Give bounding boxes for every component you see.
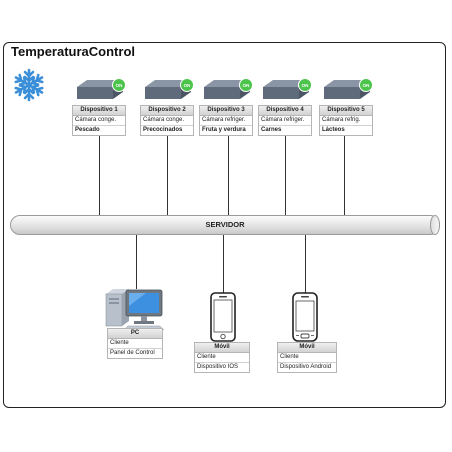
device-content: Carnes bbox=[261, 127, 282, 133]
link-device-2 bbox=[167, 133, 168, 216]
client-card-pc[interactable]: PC Cliente Panel de Control bbox=[107, 328, 163, 359]
client-role: Cliente bbox=[195, 353, 249, 363]
server-bus-cap bbox=[430, 215, 440, 235]
device-content: Pescado bbox=[75, 127, 100, 133]
device-type: Cámara refrig. bbox=[320, 116, 372, 126]
device-name: Dispositivo 2 bbox=[141, 106, 193, 116]
device-name: Dispositivo 1 bbox=[73, 106, 125, 116]
router-icon-4[interactable]: ON bbox=[259, 77, 315, 105]
status-on-icon-4 bbox=[298, 78, 312, 92]
svg-text:ON: ON bbox=[116, 83, 123, 88]
link-ios bbox=[223, 234, 224, 294]
desktop-pc-icon[interactable] bbox=[104, 284, 166, 330]
client-role: Cliente bbox=[108, 339, 162, 349]
router-icon-1[interactable]: ON bbox=[73, 77, 129, 105]
svg-text:ON: ON bbox=[302, 83, 309, 88]
client-card-ios[interactable]: Móvil Cliente Dispositivo IOS bbox=[194, 342, 250, 373]
link-pc bbox=[136, 234, 137, 289]
server-label: SERVIDOR bbox=[205, 220, 245, 229]
link-device-5 bbox=[344, 133, 345, 216]
device-type: Cámara refriger. bbox=[200, 116, 252, 126]
android-phone-icon[interactable] bbox=[292, 292, 318, 342]
iphone-icon[interactable] bbox=[210, 292, 236, 342]
device-card-2[interactable]: Dispositivo 2 Cámara conge. Precocinados bbox=[140, 105, 194, 136]
device-card-4[interactable]: Dispositivo 4 Cámara refriger. Carnes bbox=[258, 105, 312, 136]
client-name: Móvil bbox=[278, 343, 336, 353]
client-detail: Dispositivo IOS bbox=[197, 364, 239, 370]
svg-text:ON: ON bbox=[363, 83, 370, 88]
status-on-icon-3 bbox=[239, 78, 253, 92]
device-type: Cámara conge. bbox=[141, 116, 193, 126]
device-name: Dispositivo 3 bbox=[200, 106, 252, 116]
snowflake-icon bbox=[12, 68, 46, 102]
status-on-icon-5 bbox=[359, 78, 373, 92]
device-type: Cámara conge. bbox=[73, 116, 125, 126]
device-card-3[interactable]: Dispositivo 3 Cámara refriger. Fruta y v… bbox=[199, 105, 253, 136]
link-device-4 bbox=[285, 133, 286, 216]
client-role: Cliente bbox=[278, 353, 336, 363]
client-name: PC bbox=[108, 329, 162, 339]
diagram-title: TemperaturaControl bbox=[11, 44, 135, 59]
device-type: Cámara refriger. bbox=[259, 116, 311, 126]
server-bus[interactable]: SERVIDOR bbox=[10, 215, 440, 235]
svg-text:ON: ON bbox=[243, 83, 250, 88]
device-name: Dispositivo 5 bbox=[320, 106, 372, 116]
client-detail: Panel de Control bbox=[110, 350, 155, 356]
device-name: Dispositivo 4 bbox=[259, 106, 311, 116]
link-android bbox=[305, 234, 306, 294]
client-detail: Dispositivo Android bbox=[280, 364, 332, 370]
link-device-3 bbox=[228, 133, 229, 216]
router-icon-2[interactable]: ON bbox=[141, 77, 197, 105]
device-content: Lácteos bbox=[322, 127, 345, 133]
status-on-icon-1 bbox=[112, 78, 126, 92]
device-content: Precocinados bbox=[143, 127, 183, 133]
link-device-1 bbox=[99, 133, 100, 216]
svg-text:ON: ON bbox=[184, 83, 191, 88]
client-card-android[interactable]: Móvil Cliente Dispositivo Android bbox=[277, 342, 337, 373]
device-content: Fruta y verdura bbox=[202, 127, 246, 133]
router-icon-3[interactable]: ON bbox=[200, 77, 256, 105]
router-icon-5[interactable]: ON bbox=[320, 77, 376, 105]
device-card-5[interactable]: Dispositivo 5 Cámara refrig. Lácteos bbox=[319, 105, 373, 136]
client-name: Móvil bbox=[195, 343, 249, 353]
device-card-1[interactable]: Dispositivo 1 Cámara conge. Pescado bbox=[72, 105, 126, 136]
status-on-icon-2 bbox=[180, 78, 194, 92]
